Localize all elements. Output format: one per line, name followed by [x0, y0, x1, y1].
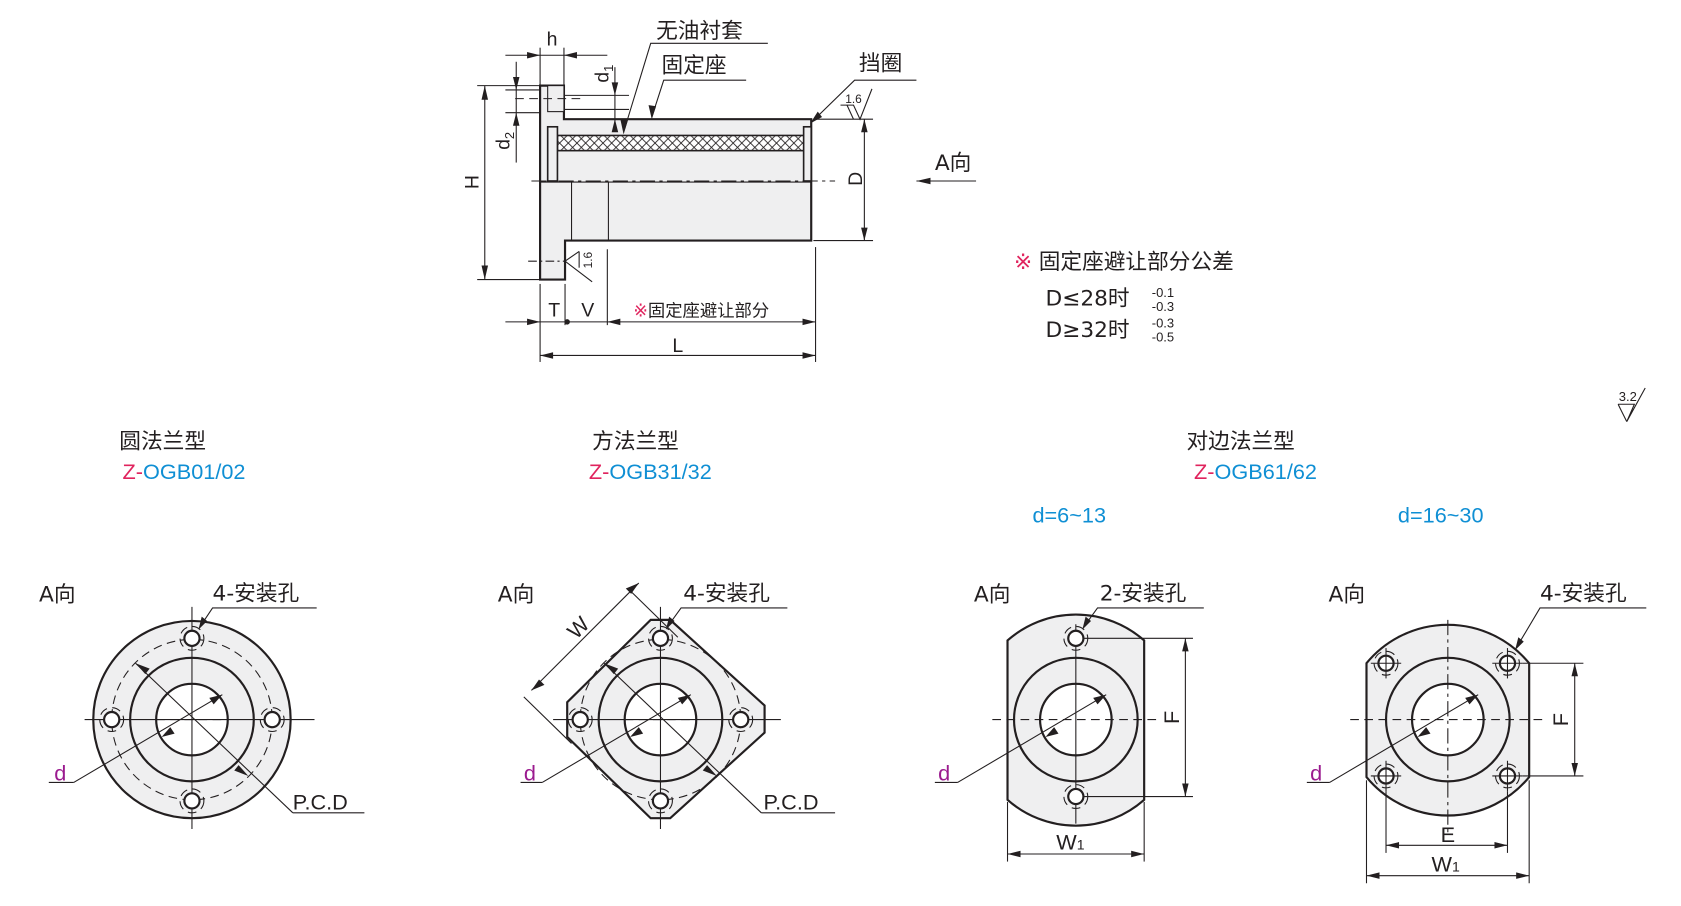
- dim-F: F: [1548, 713, 1573, 726]
- mount-hole: [1492, 648, 1523, 679]
- tolerance-row: D≥32时: [1045, 318, 1129, 343]
- dim-d2: d2: [493, 132, 517, 150]
- svg-text:P.C.D: P.C.D: [293, 790, 348, 815]
- side-view: h d1 d2 H D 1.6: [461, 19, 977, 362]
- variant-flat-header: 对边法兰型 Z-OGB61/62 d=6~13 d=16~30: [1032, 430, 1483, 528]
- dim-V: V: [581, 299, 594, 321]
- dim-E: E: [1441, 822, 1455, 847]
- dim-H: H: [461, 175, 483, 189]
- general-roughness-symbol: 3.2: [1617, 387, 1646, 422]
- mount-hole: [1370, 648, 1402, 679]
- dim-F: F: [1159, 711, 1184, 724]
- svg-text:A向: A向: [974, 582, 1011, 607]
- mount-hole: [567, 707, 593, 733]
- tolerance-note: ※固定座避让部分公差 D≤28时 -0.1 -0.3 D≥32时 -0.3 -0…: [1014, 250, 1234, 345]
- view-a-arrow: A向: [916, 151, 977, 185]
- retaining-ring-right: [802, 125, 813, 182]
- round-flange-view: A向 d P.C.D 4-安装孔: [39, 581, 365, 830]
- flat-flange-2hole-view: A向 F W1 d 2-安装孔: [934, 581, 1204, 862]
- mount-hole: [179, 625, 205, 651]
- svg-text:方法兰型: 方法兰型: [592, 430, 679, 455]
- svg-text:d: d: [54, 760, 66, 785]
- dim-W1: W1: [1431, 851, 1459, 876]
- svg-text:Z-OGB01/02: Z-OGB01/02: [123, 459, 246, 484]
- relief-section-label: ※固定座避让部分: [633, 301, 769, 321]
- mount-hole: [179, 788, 205, 814]
- dim-W1: W1: [1056, 830, 1084, 855]
- dim-T: T: [548, 299, 560, 321]
- svg-text:1.6: 1.6: [845, 92, 862, 106]
- roughness-symbol-top: 1.6: [840, 88, 873, 121]
- mount-hole: [1492, 760, 1523, 792]
- tolerance-row: D≤28时: [1045, 287, 1129, 312]
- svg-text:d: d: [938, 760, 950, 785]
- callout-oilless-bushing: 无油衬套: [620, 19, 768, 135]
- callout-retaining-ring: 挡圈: [810, 51, 917, 124]
- mount-hole: [99, 707, 125, 733]
- mount-hole: [1370, 760, 1402, 792]
- square-flange-view: A向 W d P.C.D 4-安装孔: [498, 581, 836, 830]
- mount-hole: [647, 625, 673, 651]
- retaining-ring-left: [546, 125, 559, 182]
- dim-D: D: [845, 172, 867, 186]
- oilless-bushing: [556, 134, 808, 152]
- dim-h: h: [547, 29, 558, 51]
- svg-text:-0.3: -0.3: [1152, 315, 1174, 330]
- svg-text:对边法兰型: 对边法兰型: [1186, 430, 1294, 455]
- mount-hole: [728, 707, 754, 733]
- svg-text:1.6: 1.6: [581, 251, 595, 268]
- svg-text:无油衬套: 无油衬套: [656, 19, 743, 44]
- dim-L: L: [672, 335, 683, 357]
- svg-text:A向: A向: [935, 151, 972, 176]
- svg-text:圆法兰型: 圆法兰型: [119, 430, 206, 455]
- svg-text:※固定座避让部分公差: ※固定座避让部分公差: [1014, 250, 1234, 275]
- svg-text:固定座: 固定座: [662, 54, 727, 79]
- svg-text:-0.1: -0.1: [1152, 285, 1174, 300]
- svg-text:Z-OGB31/32: Z-OGB31/32: [589, 459, 712, 484]
- svg-text:4-安装孔: 4-安装孔: [683, 581, 770, 606]
- dim-d1: d1: [591, 65, 615, 83]
- svg-text:A向: A向: [39, 582, 76, 607]
- svg-text:d: d: [1310, 760, 1322, 785]
- svg-text:A向: A向: [498, 582, 535, 607]
- svg-text:4-安装孔: 4-安装孔: [213, 581, 300, 606]
- svg-text:3.2: 3.2: [1619, 389, 1637, 404]
- dim-W: W: [562, 611, 595, 644]
- mount-hole: [647, 788, 673, 814]
- variant-square-header: 方法兰型 Z-OGB31/32: [589, 430, 712, 484]
- variant-round-header: 圆法兰型 Z-OGB01/02: [119, 430, 245, 484]
- svg-text:挡圈: 挡圈: [859, 51, 902, 76]
- svg-text:-0.5: -0.5: [1152, 329, 1174, 344]
- svg-text:4-安装孔: 4-安装孔: [1540, 581, 1627, 606]
- svg-text:2-安装孔: 2-安装孔: [1100, 581, 1187, 606]
- svg-text:d: d: [524, 760, 536, 785]
- svg-text:Z-OGB61/62: Z-OGB61/62: [1194, 459, 1317, 484]
- svg-text:-0.3: -0.3: [1152, 299, 1174, 314]
- flat-flange-4hole-view: A向 F E W1 d 4-安: [1306, 581, 1647, 884]
- mount-hole: [259, 707, 285, 733]
- callout-fixing-seat: 固定座: [648, 54, 747, 120]
- roughness-symbol-flange: 1.6: [528, 250, 595, 283]
- svg-text:P.C.D: P.C.D: [763, 790, 818, 815]
- svg-text:A向: A向: [1329, 582, 1366, 607]
- svg-text:d=6~13: d=6~13: [1032, 502, 1106, 527]
- svg-text:d=16~30: d=16~30: [1398, 502, 1484, 527]
